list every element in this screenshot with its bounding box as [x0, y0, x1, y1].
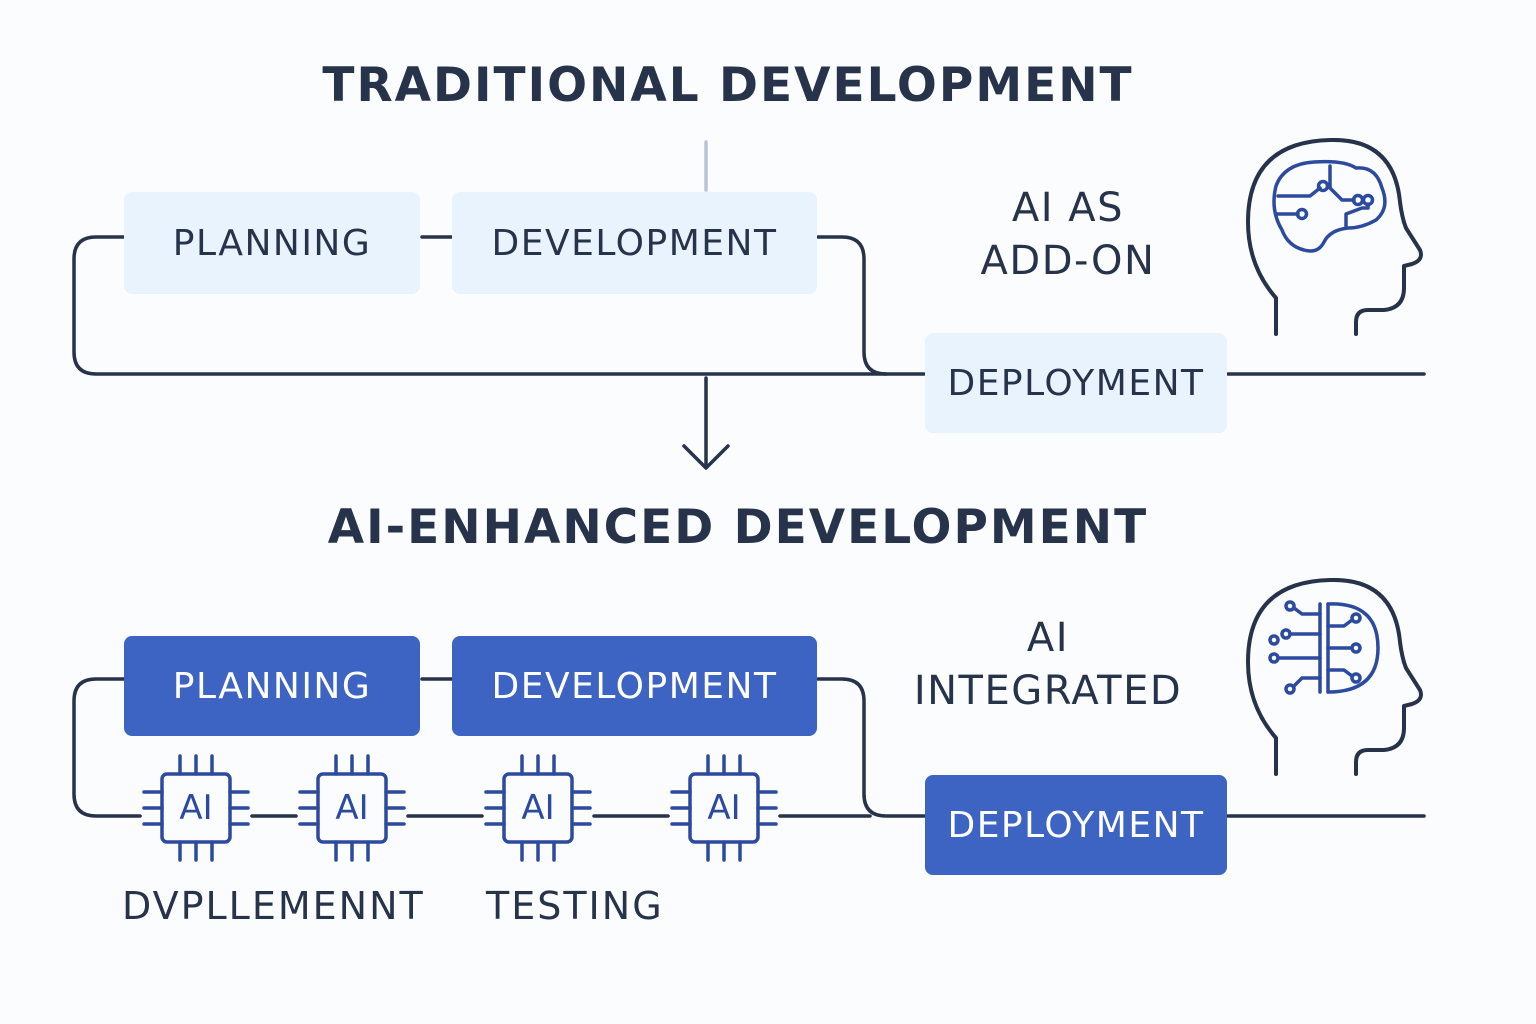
traditional-title: TRADITIONAL DEVELOPMENT [322, 58, 1134, 113]
testing-label: TESTING [486, 884, 664, 928]
chip-icon [670, 754, 778, 862]
traditional-development-box: DEVELOPMENT [452, 192, 817, 294]
ai-planning-box: PLANNING [124, 636, 420, 736]
ai-integrated-line2: INTEGRATED [913, 668, 1183, 714]
dvpllemennt-label: DVPLLEMENNT [122, 884, 425, 928]
ai-chip-3: AI [482, 752, 594, 864]
ai-integrated-line1: AI [1026, 615, 1070, 661]
transition-arrow-head [682, 444, 730, 470]
traditional-planning-box: PLANNING [124, 192, 420, 294]
brain-circuit-head-icon [1246, 138, 1423, 336]
ai-chip-2-label: AI [335, 788, 369, 828]
ai-as-addon-line1: AI AS [1011, 185, 1125, 231]
ai-chip-1-label: AI [179, 788, 213, 828]
ai-as-addon-line2: ADD-ON [980, 238, 1156, 284]
ai-chip-2: AI [296, 752, 408, 864]
traditional-dev-deploy-link [816, 235, 888, 376]
ai-loop-line [72, 677, 142, 818]
ai-as-addon-label: AI AS ADD-ON [968, 182, 1168, 288]
chip-icon [142, 754, 250, 862]
ai-chip-1: AI [140, 752, 252, 864]
ai-chip-4: AI [668, 752, 780, 864]
chip-icon [298, 754, 406, 862]
ai-enhanced-title: AI-ENHANCED DEVELOPMENT [327, 500, 1149, 555]
ai-integrated-label: AI INTEGRATED [900, 612, 1196, 718]
ai-deployment-box: DEPLOYMENT [925, 775, 1227, 875]
ai-chip-4-label: AI [707, 788, 741, 828]
ai-development-box: DEVELOPMENT [452, 636, 817, 736]
chip-icon [484, 754, 592, 862]
split-brain-circuit-head-icon [1246, 578, 1423, 776]
ai-chip-3-label: AI [521, 788, 555, 828]
ai-dev-deploy-link [816, 677, 928, 818]
traditional-deployment-box: DEPLOYMENT [925, 333, 1227, 433]
traditional-loop-line [72, 235, 926, 376]
